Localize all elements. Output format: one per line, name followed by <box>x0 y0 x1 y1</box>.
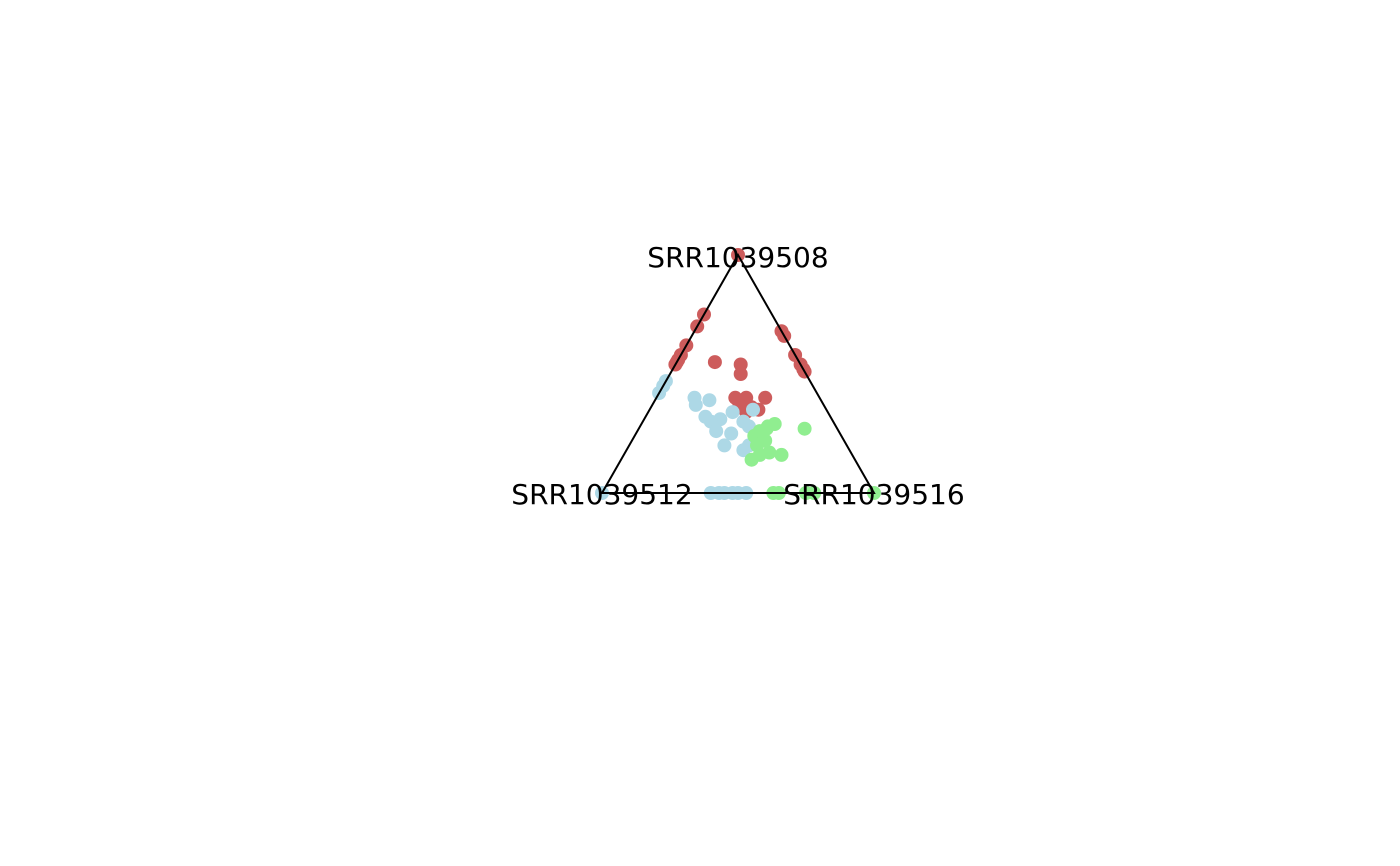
data-point-SRR1039516-5 <box>797 421 812 436</box>
vertex-label-right: SRR1039516 <box>783 478 964 511</box>
data-point-SRR1039508-24 <box>758 390 773 405</box>
triangle-frame <box>600 252 876 494</box>
vertex-label-top: SRR1039508 <box>647 241 828 274</box>
data-point-SRR1039512-18 <box>717 438 732 453</box>
data-point-SRR1039512-17 <box>724 426 739 441</box>
data-point-SRR1039512-23 <box>725 405 740 420</box>
data-point-SRR1039508-16 <box>733 367 748 381</box>
data-point-SRR1039508-14 <box>707 355 722 370</box>
data-point-SRR1039516-14 <box>752 447 767 462</box>
vertex-label-left: SRR1039512 <box>511 478 692 511</box>
data-point-SRR1039512-16 <box>709 424 724 439</box>
data-point-SRR1039516-17 <box>752 424 767 439</box>
data-point-SRR1039512-24 <box>736 414 751 429</box>
data-point-SRR1039516-15 <box>774 447 789 462</box>
data-point-SRR1039512-20 <box>736 443 751 458</box>
data-point-SRR1039512-12 <box>702 393 717 408</box>
data-point-SRR1039512-25 <box>746 402 760 417</box>
points-layer <box>595 248 881 500</box>
data-point-SRR1039512-11 <box>688 397 703 412</box>
